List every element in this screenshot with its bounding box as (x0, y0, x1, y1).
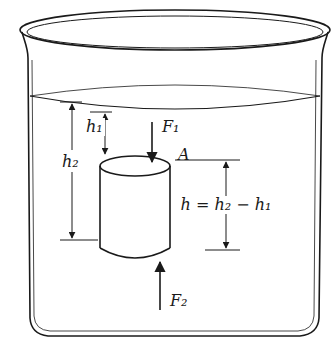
force-label: F₁ (160, 118, 182, 136)
height-label: h₂ (60, 153, 81, 171)
dimension-label: h = h₂ − h₁ (179, 196, 274, 214)
force-label: F₂ (168, 292, 190, 310)
area-label: A (176, 146, 192, 164)
height-label: h₁ (84, 118, 105, 136)
